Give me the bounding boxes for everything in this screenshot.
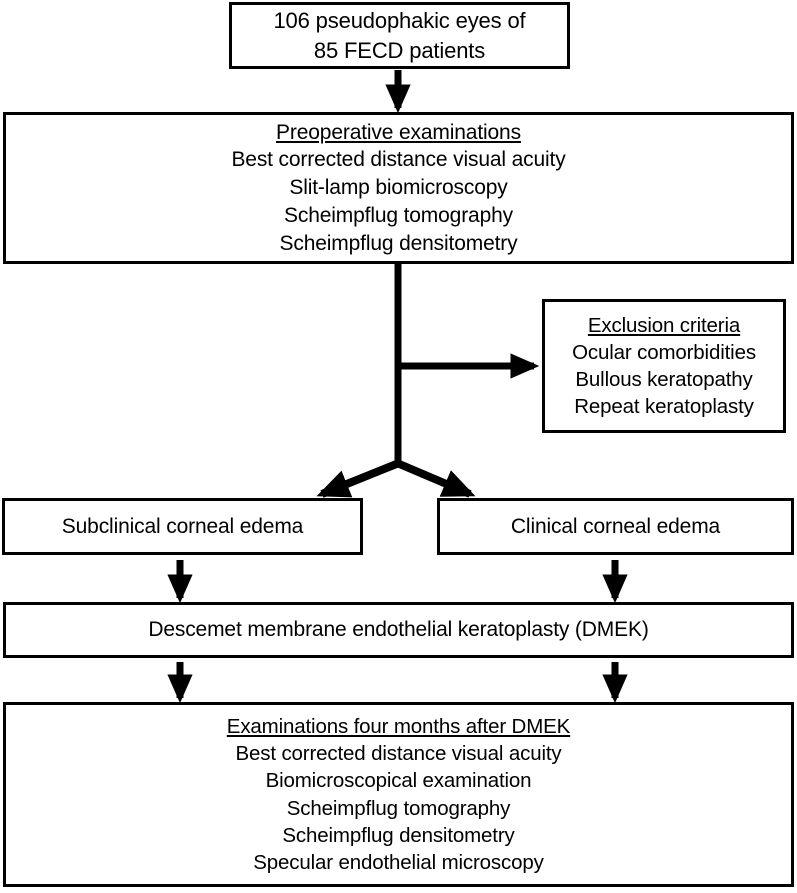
node-postoperative-heading: Examinations four months after DMEK	[226, 715, 571, 739]
node-cohort: 106 pseudophakic eyes of 85 FECD patient…	[229, 2, 570, 69]
node-dmek: Descemet membrane endothelial keratoplas…	[3, 602, 794, 658]
node-exclusion-item-3: Repeat keratoplasty	[574, 395, 754, 419]
node-exclusion-criteria: Exclusion criteria Ocular comorbidities …	[542, 299, 786, 433]
node-preoperative-item-2: Slit-lamp biomicroscopy	[289, 176, 508, 200]
node-preoperative-examinations: Preoperative examinations Best corrected…	[3, 112, 794, 264]
node-cohort-line-1: 106 pseudophakic eyes of	[273, 8, 526, 34]
node-preoperative-item-3: Scheimpflug tomography	[284, 203, 513, 227]
node-postoperative-item-3: Scheimpflug tomography	[286, 796, 511, 820]
node-dmek-label: Descemet membrane endothelial keratoplas…	[148, 618, 649, 642]
node-cohort-line-2: 85 FECD patients	[313, 37, 486, 63]
arrow-split-left	[316, 459, 401, 498]
node-preoperative-item-1: Best corrected distance visual acuity	[231, 148, 566, 172]
node-clinical-label: Clinical corneal edema	[510, 514, 721, 538]
node-subclinical-label: Subclinical corneal edema	[61, 514, 304, 538]
node-postoperative-item-2: Biomicroscopical examination	[265, 769, 532, 793]
node-exclusion-heading: Exclusion criteria	[587, 313, 741, 337]
node-postoperative-item-1: Best corrected distance visual acuity	[235, 742, 562, 766]
arrow-split-right	[395, 459, 476, 498]
node-postoperative-item-4: Scheimpflug densitometry	[282, 823, 515, 847]
node-preoperative-item-4: Scheimpflug densitometry	[279, 231, 518, 255]
node-preoperative-heading: Preoperative examinations	[276, 120, 521, 144]
node-clinical-corneal-edema: Clinical corneal edema	[437, 498, 794, 555]
node-postoperative-examinations: Examinations four months after DMEK Best…	[3, 702, 794, 887]
node-postoperative-item-5: Specular endothelial microscopy	[253, 850, 544, 874]
node-exclusion-item-1: Ocular comorbidities	[572, 340, 756, 364]
node-subclinical-corneal-edema: Subclinical corneal edema	[2, 498, 363, 555]
node-exclusion-item-2: Bullous keratopathy	[575, 368, 753, 391]
